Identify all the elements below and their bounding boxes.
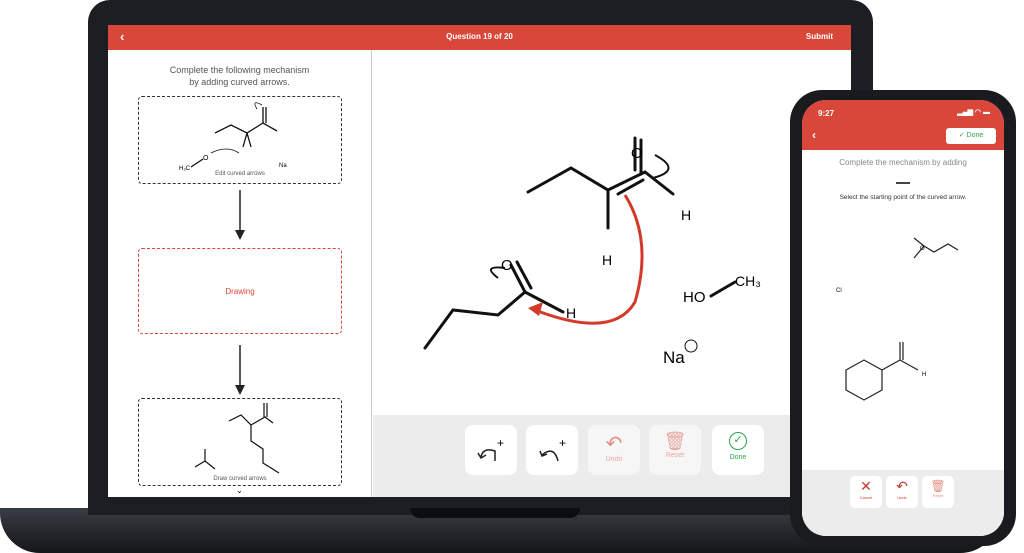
step-3-box[interactable]: Draw curved arrows (138, 398, 342, 486)
step-3-structure (194, 403, 280, 474)
reset-button[interactable]: 🗑Reset (922, 476, 954, 508)
back-button[interactable]: ‹ (120, 29, 125, 44)
add-arrow-left-button[interactable]: + (465, 425, 517, 475)
check-circle-icon: ✓ (958, 132, 967, 139)
sodium-label: Na (279, 163, 287, 169)
oxygen-label: O (203, 155, 209, 162)
oxygen-label: O (631, 145, 643, 162)
drawing-status: Drawing (225, 287, 255, 296)
status-time: 9:27 (818, 109, 835, 118)
h-label: H (681, 207, 691, 223)
expand-chevron-icon[interactable]: ⌄ (236, 486, 243, 495)
methyl-label: H₃C (179, 166, 191, 172)
status-icons: ▂▄▆ ◠ ▬ (957, 109, 990, 116)
phone-toolbar: ✕Cancel ↶Undo 🗑Reset (802, 470, 1004, 536)
mechanism-structure: H H H O O HO CH₃ Na (423, 136, 761, 367)
laptop-screen: ‹ Question 19 of 20 Submit Complete the … (108, 25, 851, 497)
step-1-structure: H₃C O Na (179, 102, 287, 172)
arrow-add-right-icon: + (539, 436, 566, 462)
h-label: H (602, 252, 612, 268)
close-icon: ✕ (860, 478, 872, 494)
undo-icon: ↶ (896, 478, 908, 494)
instruction-text: Select the starting point of the curved … (839, 194, 967, 201)
chloride-label: Cl (836, 288, 842, 294)
phone-structure: Cl O H (836, 237, 959, 401)
reset-button[interactable]: 🗑Reset (649, 425, 701, 475)
down-arrow-icon (235, 190, 245, 240)
arrow-add-left-icon: + (477, 436, 504, 461)
undo-button[interactable]: ↶Undo (886, 476, 918, 508)
trash-icon: 🗑 (663, 431, 687, 451)
h-label: H (922, 372, 926, 378)
step-1-caption: Edit curved arrows (215, 171, 265, 177)
methyl-label: CH₃ (735, 273, 761, 289)
phone-screen: 9:27 ▂▄▆ ◠ ▬ ‹ ✓ Done Complete the mecha… (802, 100, 1004, 536)
hydroxyl-label: HO (683, 289, 706, 306)
trash-icon: 🗑 (930, 479, 946, 493)
done-button[interactable]: ✓Done (712, 425, 764, 475)
h-label: H (566, 305, 576, 321)
svg-text:+: + (559, 436, 566, 450)
question-counter: Question 19 of 20 (446, 32, 513, 41)
laptop-notch (410, 508, 580, 518)
submit-button[interactable]: Submit (805, 32, 833, 41)
sheet-handle[interactable] (896, 182, 910, 184)
svg-text:+: + (497, 436, 504, 450)
add-arrow-right-button[interactable]: + (526, 425, 578, 475)
undo-icon: ↶ (605, 433, 623, 455)
step-1-box[interactable]: H₃C O Na Edit curved arrows (138, 96, 342, 184)
app-header: ‹ Question 19 of 20 Submit (108, 25, 851, 50)
question-prompt: Complete the mechanism by adding (839, 158, 967, 167)
step-2-drawing-box[interactable]: Drawing (138, 248, 342, 334)
oxygen-label: O (920, 246, 925, 252)
step-3-caption: Draw curved arrows (213, 476, 267, 482)
done-button[interactable]: ✓ Done (946, 128, 996, 144)
undo-button[interactable]: ↶Undo (588, 425, 640, 475)
down-arrow-icon (235, 345, 245, 395)
drawing-canvas[interactable]: H H H O O HO CH₃ Na (373, 50, 851, 440)
oxygen-label: O (501, 257, 513, 274)
cancel-button[interactable]: ✕Cancel (850, 476, 882, 508)
phone-header: 9:27 ▂▄▆ ◠ ▬ ‹ ✓ Done (802, 100, 1004, 150)
check-circle-icon: ✓ (729, 432, 747, 450)
back-button[interactable]: ‹ (812, 128, 816, 142)
drawing-toolbar: + + ↶Undo 🗑Reset ✓Done (373, 415, 851, 497)
sodium-label: Na (663, 348, 685, 367)
